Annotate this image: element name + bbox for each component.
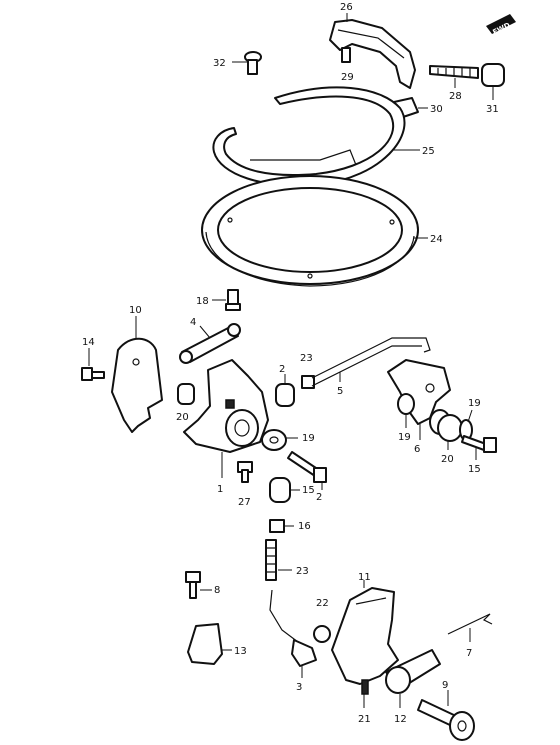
part-26-bracket (329, 19, 416, 89)
part-3-cable-end (269, 589, 317, 667)
part-32-bolt (244, 51, 262, 75)
part-24-mounting-ring (201, 175, 419, 287)
part-21-pin (361, 679, 369, 695)
part-20-collar-right (429, 409, 463, 442)
callout-6: 6 (414, 444, 420, 455)
callout-16: 2 (316, 492, 322, 503)
callout-17: 8 (214, 585, 220, 596)
callout-27: 27 (238, 497, 251, 508)
callout-23-upper: 23 (300, 353, 313, 364)
part-23-nut-lower (269, 519, 285, 533)
callout-14: 14 (82, 337, 95, 348)
callout-8: 23 (296, 566, 309, 577)
part-8-threaded-rod (265, 539, 277, 581)
part-19-washer-center (261, 429, 287, 451)
part-2-link-end-upper (275, 383, 295, 407)
part-7-spring-clip (447, 613, 493, 635)
part-13-bracket (187, 623, 223, 665)
callout-4: 4 (190, 317, 196, 328)
callout-7: 7 (466, 648, 472, 659)
part-17-bolt (185, 571, 201, 599)
callout-15: 15 (468, 464, 481, 475)
callout-20-right: 20 (441, 454, 454, 465)
callout-32: 32 (213, 58, 226, 69)
part-2-link-end-lower (269, 477, 291, 503)
part-31-knob (481, 63, 505, 87)
callout-29: 29 (341, 72, 354, 83)
callout-18: 18 (196, 296, 209, 307)
part-5-throttle-rod (311, 337, 431, 387)
part-25-split-ring (212, 86, 406, 187)
callout-22: 22 (316, 598, 329, 609)
callout-13: 13 (234, 646, 247, 657)
part-29-screw (341, 47, 351, 63)
callout-12: 12 (394, 714, 407, 725)
callout-19-center: 19 (302, 433, 315, 444)
callout-2-lower: 15 (302, 485, 315, 496)
part-16-bolt (287, 451, 327, 483)
callout-26: 26 (340, 2, 353, 13)
callout-10: 10 (129, 305, 142, 316)
callout-3: 3 (296, 682, 302, 693)
part-27-stud (237, 461, 253, 483)
callout-9: 9 (442, 680, 448, 691)
callout-2-upper: 2 (279, 364, 285, 375)
part-1-throttle-lever (183, 359, 269, 453)
part-9-pin (417, 699, 475, 741)
callout-23-lower: 16 (298, 521, 311, 532)
part-10-plate (111, 337, 163, 433)
callout-11: 11 (358, 572, 371, 583)
part-4-link-rod (179, 323, 241, 364)
callout-21: 21 (358, 714, 371, 725)
part-14-screw (81, 367, 105, 381)
callout-30: 30 (430, 104, 443, 115)
part-12-lever-arm (385, 649, 441, 694)
part-18-bolt (225, 289, 241, 311)
part-19-washer-left (397, 393, 415, 415)
callout-20-left: 20 (176, 412, 189, 423)
callout-25: 25 (422, 146, 435, 157)
part-23-nut-upper (301, 375, 315, 389)
part-22-washer (313, 625, 331, 643)
part-28-long-bolt (429, 65, 479, 79)
part-15-bolt (461, 435, 497, 453)
callout-5: 5 (337, 386, 343, 397)
part-11-sector-plate (331, 587, 399, 685)
fwd-badge: FWD (486, 14, 516, 37)
callout-1: 1 (217, 484, 223, 495)
part-20-collar-left (177, 383, 195, 405)
callout-19-left: 19 (398, 432, 411, 443)
callout-19-right: 19 (468, 398, 481, 409)
callout-24: 24 (430, 234, 443, 245)
callout-28: 28 (449, 91, 462, 102)
callout-31: 31 (486, 104, 499, 115)
